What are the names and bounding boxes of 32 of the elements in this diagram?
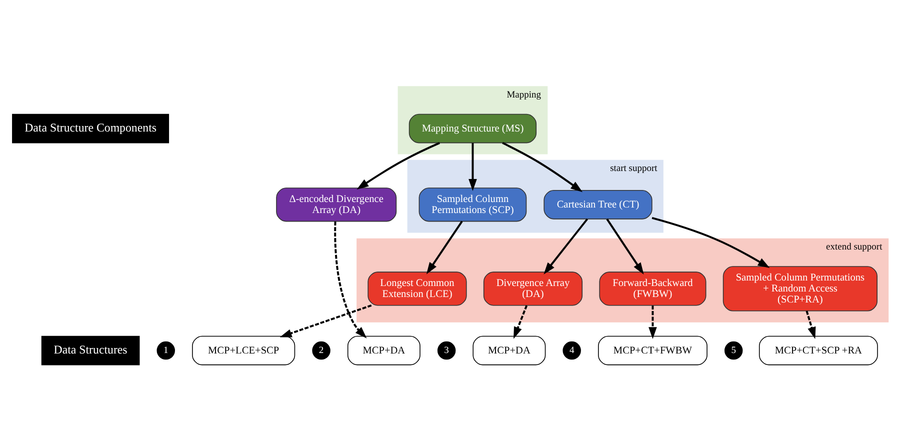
- arrow: [468, 142, 477, 190]
- arrow: [334, 221, 367, 338]
- arrow: [606, 218, 644, 274]
- node-label: 2: [318, 346, 324, 356]
- node-box: MCP+CT+SCP +RA: [758, 335, 878, 365]
- arrow: [514, 304, 528, 338]
- node-box: Cartesian Tree (CT): [544, 189, 652, 219]
- node-box: MCP+LCE+SCP: [192, 335, 296, 365]
- node-box: Sampled Column Permutations + Random Access (SCP+RA): [722, 266, 878, 311]
- arrow: [280, 304, 372, 337]
- node-box: Forward-Backward (FWBW): [599, 271, 706, 306]
- node-box: Mapping Structure (MS): [408, 113, 537, 143]
- node-box: Δ-encoded Divergence Array (DA): [276, 187, 397, 222]
- node-box: Sampled Column Permutations (SCP): [418, 187, 527, 222]
- node-box: Divergence Array (DA): [483, 271, 583, 306]
- node-label: 5: [731, 346, 736, 356]
- node-label: 3: [444, 346, 449, 356]
- node-label: 4: [569, 346, 574, 356]
- arrow: [648, 305, 657, 339]
- arrow: [806, 310, 816, 338]
- node-box: Data Structures: [41, 335, 140, 365]
- node-box: Data Structure Components: [12, 113, 170, 143]
- arrow: [426, 220, 463, 274]
- node-box: MCP+CT+FWBW: [598, 335, 708, 365]
- arrow: [502, 142, 583, 192]
- node-box: MCP+DA: [472, 335, 546, 365]
- node-box: Longest Common Extension (LCE): [368, 271, 467, 306]
- arrow: [652, 216, 770, 268]
- node-box: MCP+DA: [347, 335, 420, 365]
- node-label: 1: [163, 346, 168, 356]
- arrow: [544, 218, 588, 274]
- arrow: [356, 142, 440, 189]
